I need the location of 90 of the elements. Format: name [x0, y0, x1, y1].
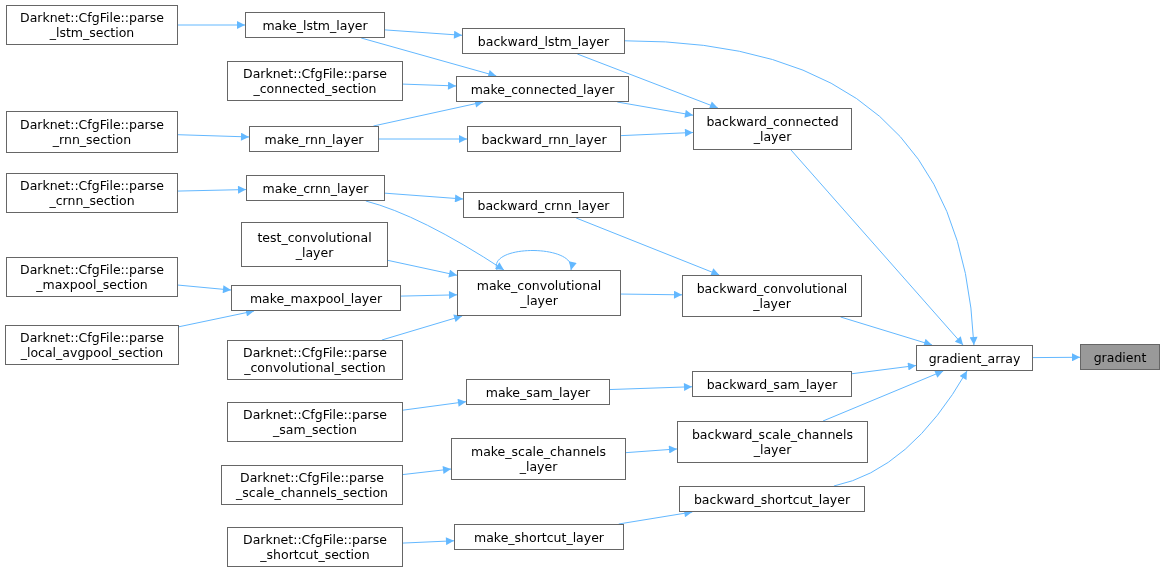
function-box: [6, 5, 178, 45]
call-arrow: [402, 81, 457, 90]
function-box: [679, 486, 865, 512]
function-box: [249, 126, 379, 152]
function-box: [692, 371, 852, 397]
function-box: [677, 421, 868, 463]
call-arrow: [851, 362, 917, 375]
function-name: backward_shortcut_layer: [693, 491, 851, 507]
call-arrow: [402, 537, 455, 546]
function-name: make_shortcut_layer: [474, 529, 604, 545]
call-arrow: [384, 29, 463, 39]
function-box: [245, 12, 385, 38]
function-name: make_lstm_layer: [262, 17, 368, 33]
call-arrow: [402, 398, 467, 411]
call-arrow: [177, 132, 250, 141]
function-box: [462, 28, 625, 54]
function-box: [916, 345, 1033, 371]
function-box: [221, 465, 403, 505]
call-arrow: [575, 217, 720, 276]
call-arrow: [833, 370, 968, 487]
function-box: [227, 340, 403, 380]
function-box: [693, 108, 852, 150]
function-box: [5, 325, 179, 365]
function-box: [466, 379, 610, 405]
function-box: [227, 61, 403, 101]
function-box: [6, 173, 178, 213]
call-arrow: [1032, 353, 1081, 362]
call-arrow: [576, 53, 719, 109]
function-name: Darknet::CfgFile::parse _lstm_section: [19, 10, 165, 40]
call-arrow: [400, 291, 458, 299]
call-arrow: [177, 21, 246, 29]
call-arrow: [625, 445, 678, 454]
function-name: Darknet::CfgFile::parse _rnn_section: [19, 117, 165, 147]
call-arrow: [609, 383, 693, 391]
call-arrow: [378, 135, 468, 143]
call-arrow: [365, 200, 505, 271]
call-arrow: [495, 250, 575, 271]
function-box: [6, 257, 178, 297]
function-name: make_convolutional _layer: [475, 278, 603, 308]
call-arrow: [620, 128, 694, 137]
function-box: [457, 270, 621, 316]
call-arrow: [620, 290, 683, 299]
function-name: Darknet::CfgFile::parse _scale_channels_section: [235, 470, 389, 500]
function-box: [467, 126, 621, 152]
function-name: make_crnn_layer: [262, 180, 369, 196]
function-name: test_convolutional _layer: [256, 229, 373, 260]
function-box: [456, 76, 629, 102]
call-arrow: [384, 192, 464, 203]
call-arrow: [381, 314, 463, 341]
call-arrow: [360, 37, 497, 78]
function-box: [227, 402, 403, 442]
function-name: backward_sam_layer: [706, 376, 838, 392]
function-name: backward_convolutional _layer: [695, 281, 849, 311]
call-arrow: [177, 284, 232, 294]
function-box: [682, 275, 862, 317]
function-name: make_sam_layer: [485, 384, 591, 400]
call-arrow: [177, 185, 247, 194]
function-box: [451, 438, 626, 480]
function-name: make_rnn_layer: [264, 131, 364, 147]
function-name: Darknet::CfgFile::parse _sam_section: [242, 407, 388, 437]
call-arrow: [822, 370, 944, 422]
call-arrow: [840, 316, 933, 347]
function-name: backward_crnn_layer: [477, 197, 610, 213]
function-name: make_scale_channels _layer: [470, 444, 607, 474]
function-name: Darknet::CfgFile::parse _local_avgpool_section: [19, 330, 165, 360]
function-name: backward_scale_channels _layer: [690, 427, 855, 457]
function-box: [246, 175, 385, 201]
function-box: [241, 222, 388, 267]
function-name: backward_rnn_layer: [481, 131, 607, 147]
function-name: gradient: [1093, 349, 1147, 365]
function-box: [231, 285, 401, 311]
function-box: [1080, 344, 1160, 370]
function-box: [454, 524, 624, 550]
function-name: make_maxpool_layer: [249, 290, 383, 306]
function-name: backward_connected _layer: [705, 114, 840, 144]
function-name: Darknet::CfgFile::parse _maxpool_section: [19, 262, 165, 292]
call-arrow: [402, 466, 452, 476]
call-arrow: [790, 149, 964, 346]
function-name: Darknet::CfgFile::parse _convolutional_section: [242, 345, 388, 375]
function-name: Darknet::CfgFile::parse _connected_section: [242, 66, 388, 96]
function-box: [463, 192, 624, 218]
function-name: Darknet::CfgFile::parse _crnn_section: [19, 178, 165, 208]
call-arrow: [624, 40, 978, 346]
function-name: gradient_array: [928, 350, 1021, 366]
function-name: Darknet::CfgFile::parse _shortcut_section: [242, 532, 388, 562]
function-name: make_connected_layer: [470, 81, 615, 97]
call-arrow: [387, 259, 458, 278]
function-box: [6, 111, 178, 153]
function-name: backward_lstm_layer: [477, 33, 610, 49]
function-box: [227, 527, 403, 567]
